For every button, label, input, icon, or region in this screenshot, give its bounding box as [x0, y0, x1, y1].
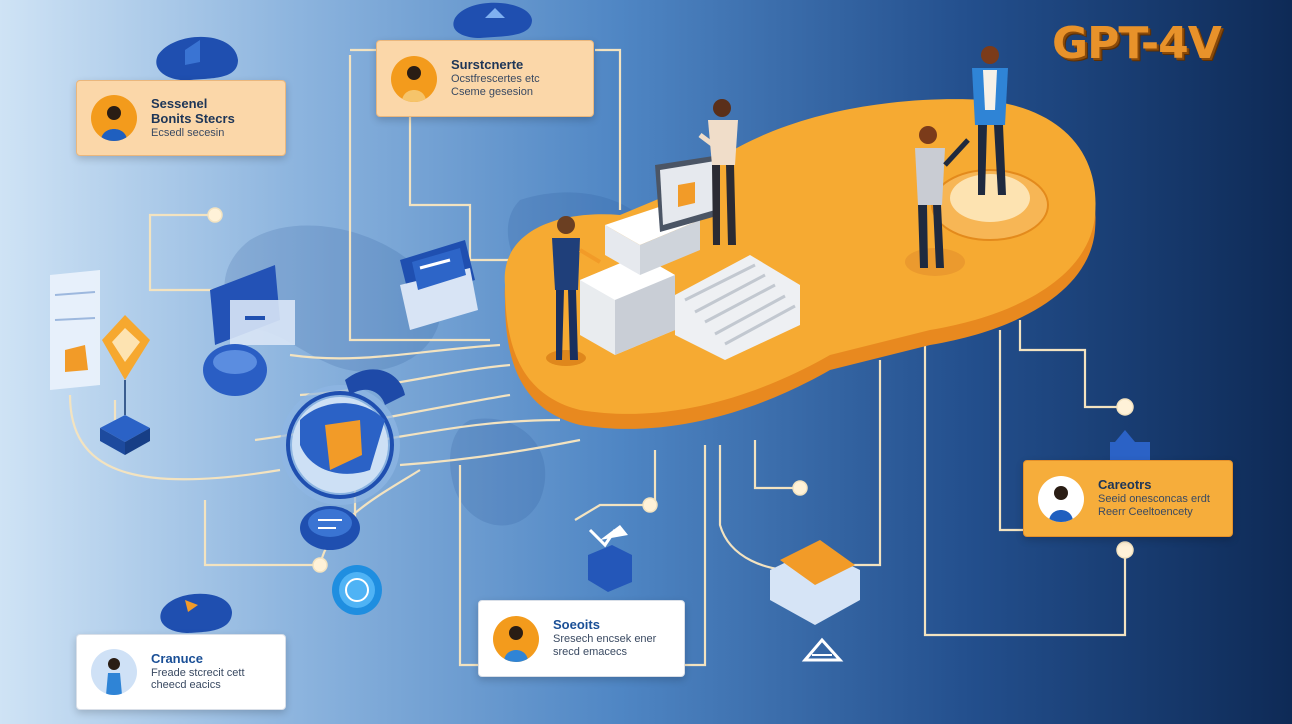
card-subtitle: Reerr Ceeltoencety	[1098, 506, 1210, 519]
card-line: Sresech encsek ener	[553, 633, 656, 646]
chat-bubble-icon	[300, 506, 382, 615]
card-subtitle: Ecsedl secesin	[151, 127, 235, 140]
card-subtitle: Cseme gesesion	[451, 86, 540, 99]
card-subtitle: cheecd eacics	[151, 679, 245, 692]
box-icon	[588, 525, 632, 592]
card-title-line2: Bonits Stecrs	[151, 112, 235, 127]
laptop-icon	[770, 540, 860, 625]
card-title: Cranuce	[151, 652, 245, 667]
person-avatar-icon	[391, 56, 437, 102]
card-title: Careotrs	[1098, 478, 1210, 493]
warning-triangle-icon	[805, 640, 840, 660]
person-avatar-icon	[1038, 476, 1084, 522]
folder-icon	[400, 240, 478, 330]
card-line: Seeid onesconcas erdt	[1098, 493, 1210, 506]
person-avatar-icon	[91, 95, 137, 141]
card-subtitle: srecd emacecs	[553, 646, 656, 659]
person-avatar-icon	[493, 616, 539, 662]
card-title: Soeoits	[553, 618, 656, 633]
card-line: Freade stcrecit cett	[151, 667, 245, 680]
card-right[interactable]: Careotrs Seeid onesconcas erdt Reerr Cee…	[1023, 460, 1233, 537]
card-bottom-center[interactable]: Soeoits Sresech encsek ener srecd emacec…	[478, 600, 685, 677]
card-title: Sessenel	[151, 97, 235, 112]
card-line: Ocstfrescertes etc	[451, 73, 540, 86]
building-icon	[50, 270, 150, 455]
card-title: Surstcnerte	[451, 58, 540, 73]
card-bottom-left[interactable]: Cranuce Freade stcrecit cett cheecd eaci…	[76, 634, 286, 710]
brand-logo: GPT-4V	[1052, 18, 1221, 69]
card-top-left[interactable]: Sessenel Bonits Stecrs Ecsedl secesin	[76, 80, 286, 156]
person-avatar-icon	[91, 649, 137, 695]
main-platform	[505, 99, 1096, 429]
card-top-center[interactable]: Surstcnerte Ocstfrescertes etc Cseme ges…	[376, 40, 594, 117]
globe-icon	[280, 369, 405, 505]
